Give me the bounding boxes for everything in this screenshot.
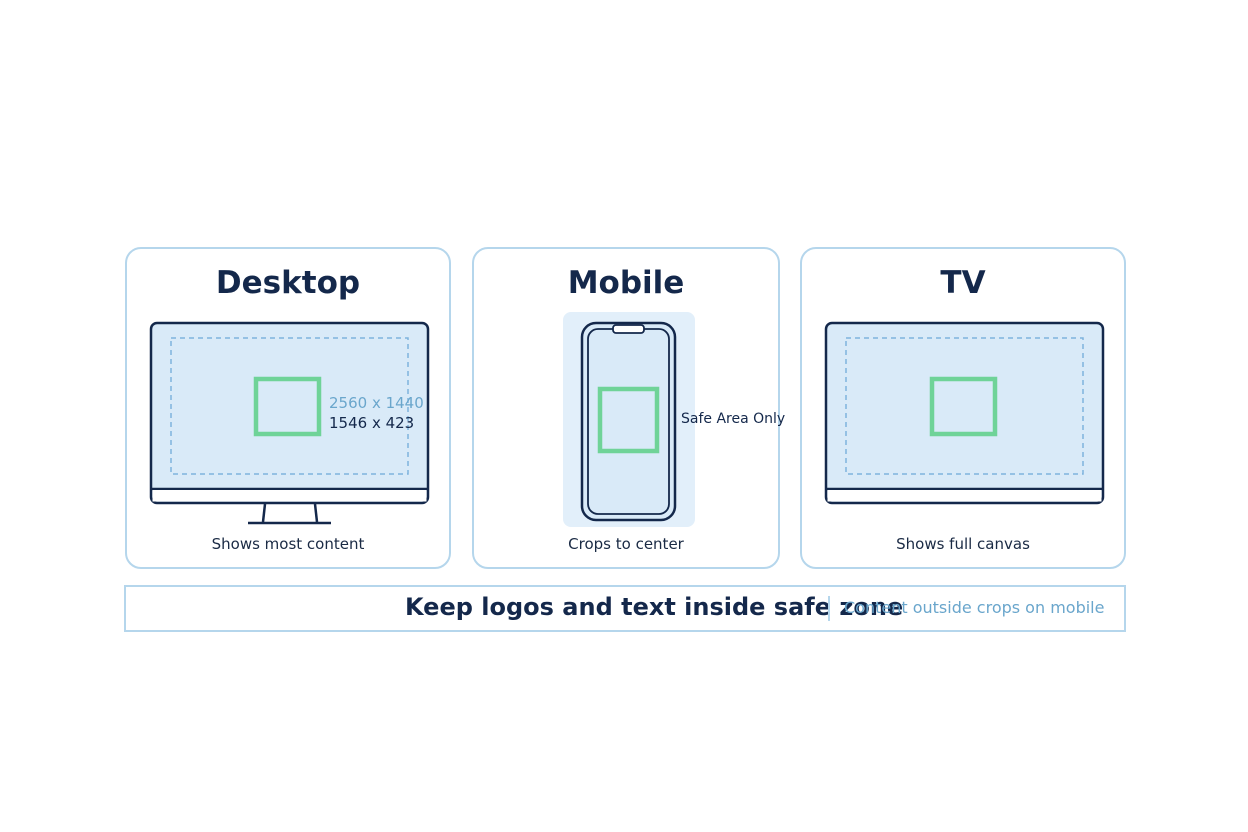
mobile-safe-zone <box>597 386 660 454</box>
smartphone-icon <box>563 312 695 527</box>
mobile-card: Mobile Safe Area Only Crops to center <box>472 247 785 569</box>
tv-caption: Shows full canvas <box>896 535 1030 553</box>
tv-chin <box>827 490 1102 502</box>
safe-zone-banner: Keep logos and text inside safe zone Con… <box>124 585 1126 632</box>
desktop-canvas-dimension: 2560 x 1440 <box>329 394 424 412</box>
desktop-monitor-body <box>149 321 430 505</box>
desktop-safe-zone <box>253 376 322 437</box>
desktop-card: Desktop 2560 x 1440 1546 x 423 Shows mos… <box>125 247 451 569</box>
mobile-notch <box>612 324 645 334</box>
mobile-caption: Crops to center <box>568 535 684 553</box>
banner-divider <box>828 596 830 621</box>
desktop-monitor-chin <box>152 490 427 502</box>
mobile-title: Mobile <box>567 265 685 301</box>
tv-title: TV <box>940 265 986 301</box>
desktop-stand-right <box>313 503 319 523</box>
desktop-stand-left <box>261 503 267 523</box>
desktop-caption: Shows most content <box>211 535 365 553</box>
desktop-title: Desktop <box>215 265 361 301</box>
tv-card: TV Shows full canvas <box>800 247 1126 569</box>
tv-body <box>824 321 1105 505</box>
banner-main-text: Keep logos and text inside safe zone <box>405 593 904 621</box>
desktop-canvas-outline <box>170 337 409 475</box>
desktop-safe-dimension: 1546 x 423 <box>329 414 415 432</box>
desktop-monitor-icon <box>149 321 430 525</box>
mobile-safe-area-label: Safe Area Only <box>681 411 786 427</box>
tv-safe-zone <box>929 376 998 437</box>
banner-secondary-text: Content outside crops on mobile <box>844 598 1105 617</box>
tv-screen-icon <box>824 321 1105 505</box>
tv-canvas-outline <box>845 337 1084 475</box>
